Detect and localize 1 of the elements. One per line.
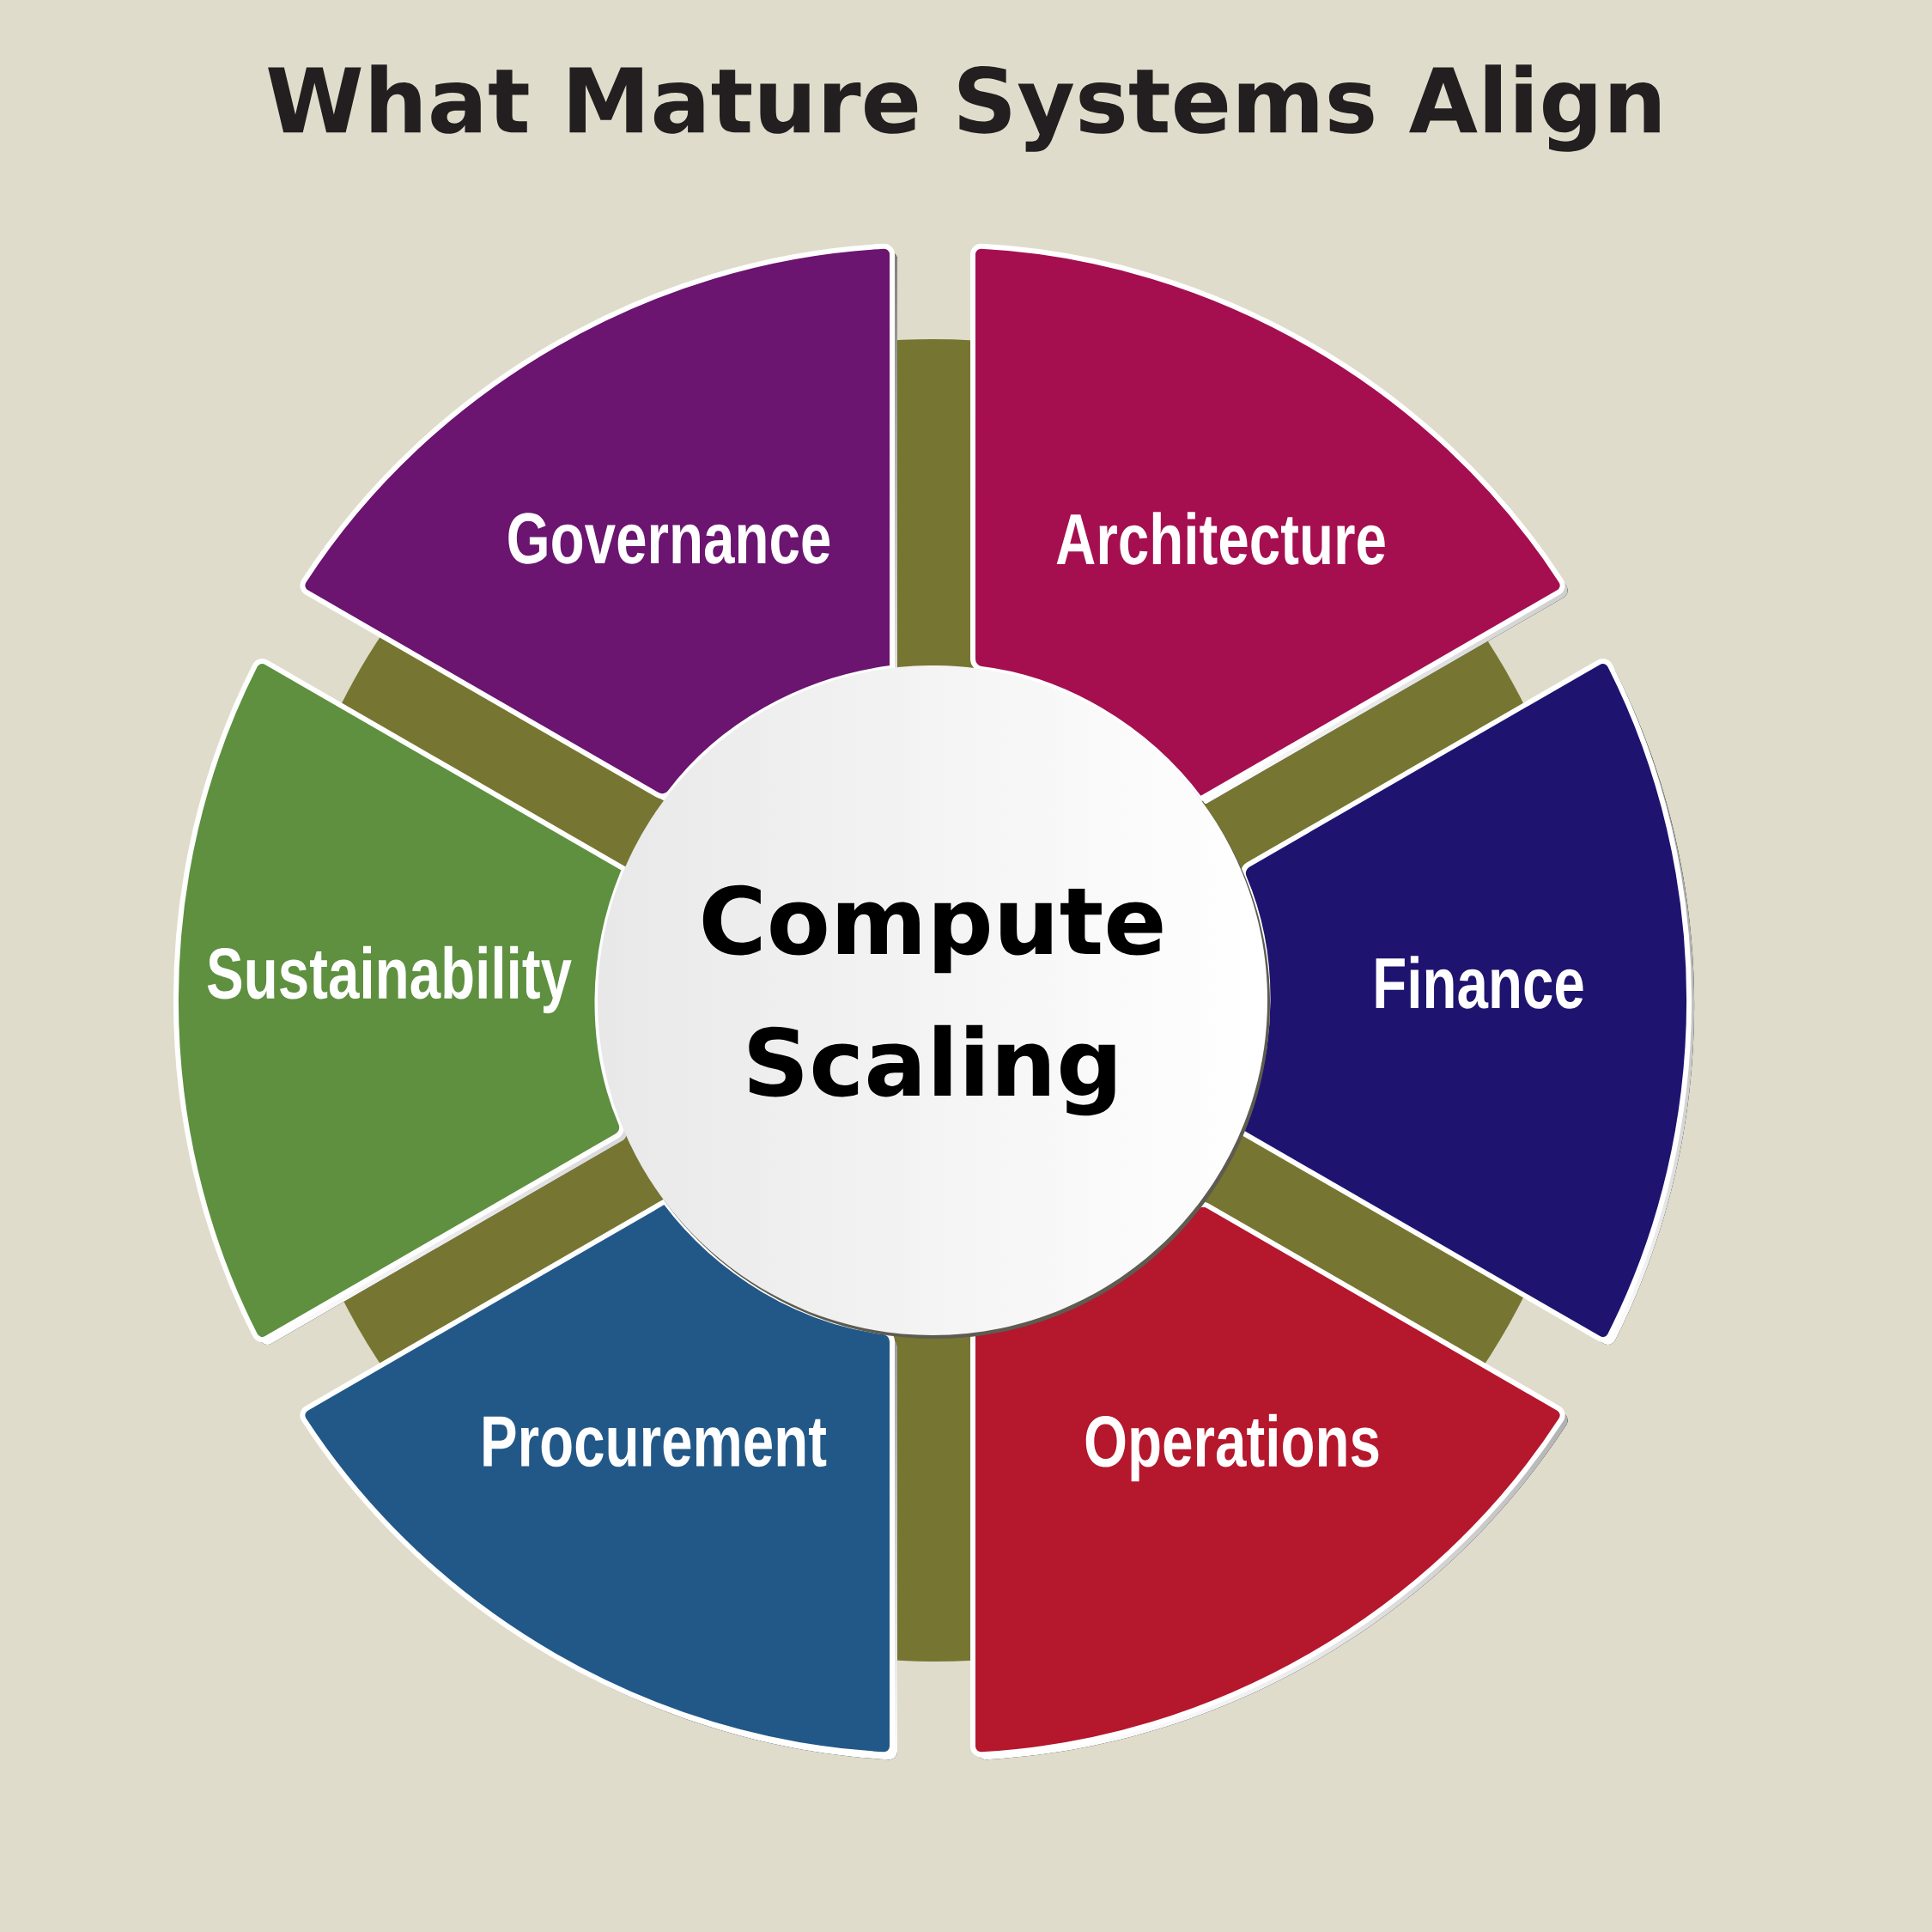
- title: What Mature Systems Align: [268, 64, 1660, 152]
